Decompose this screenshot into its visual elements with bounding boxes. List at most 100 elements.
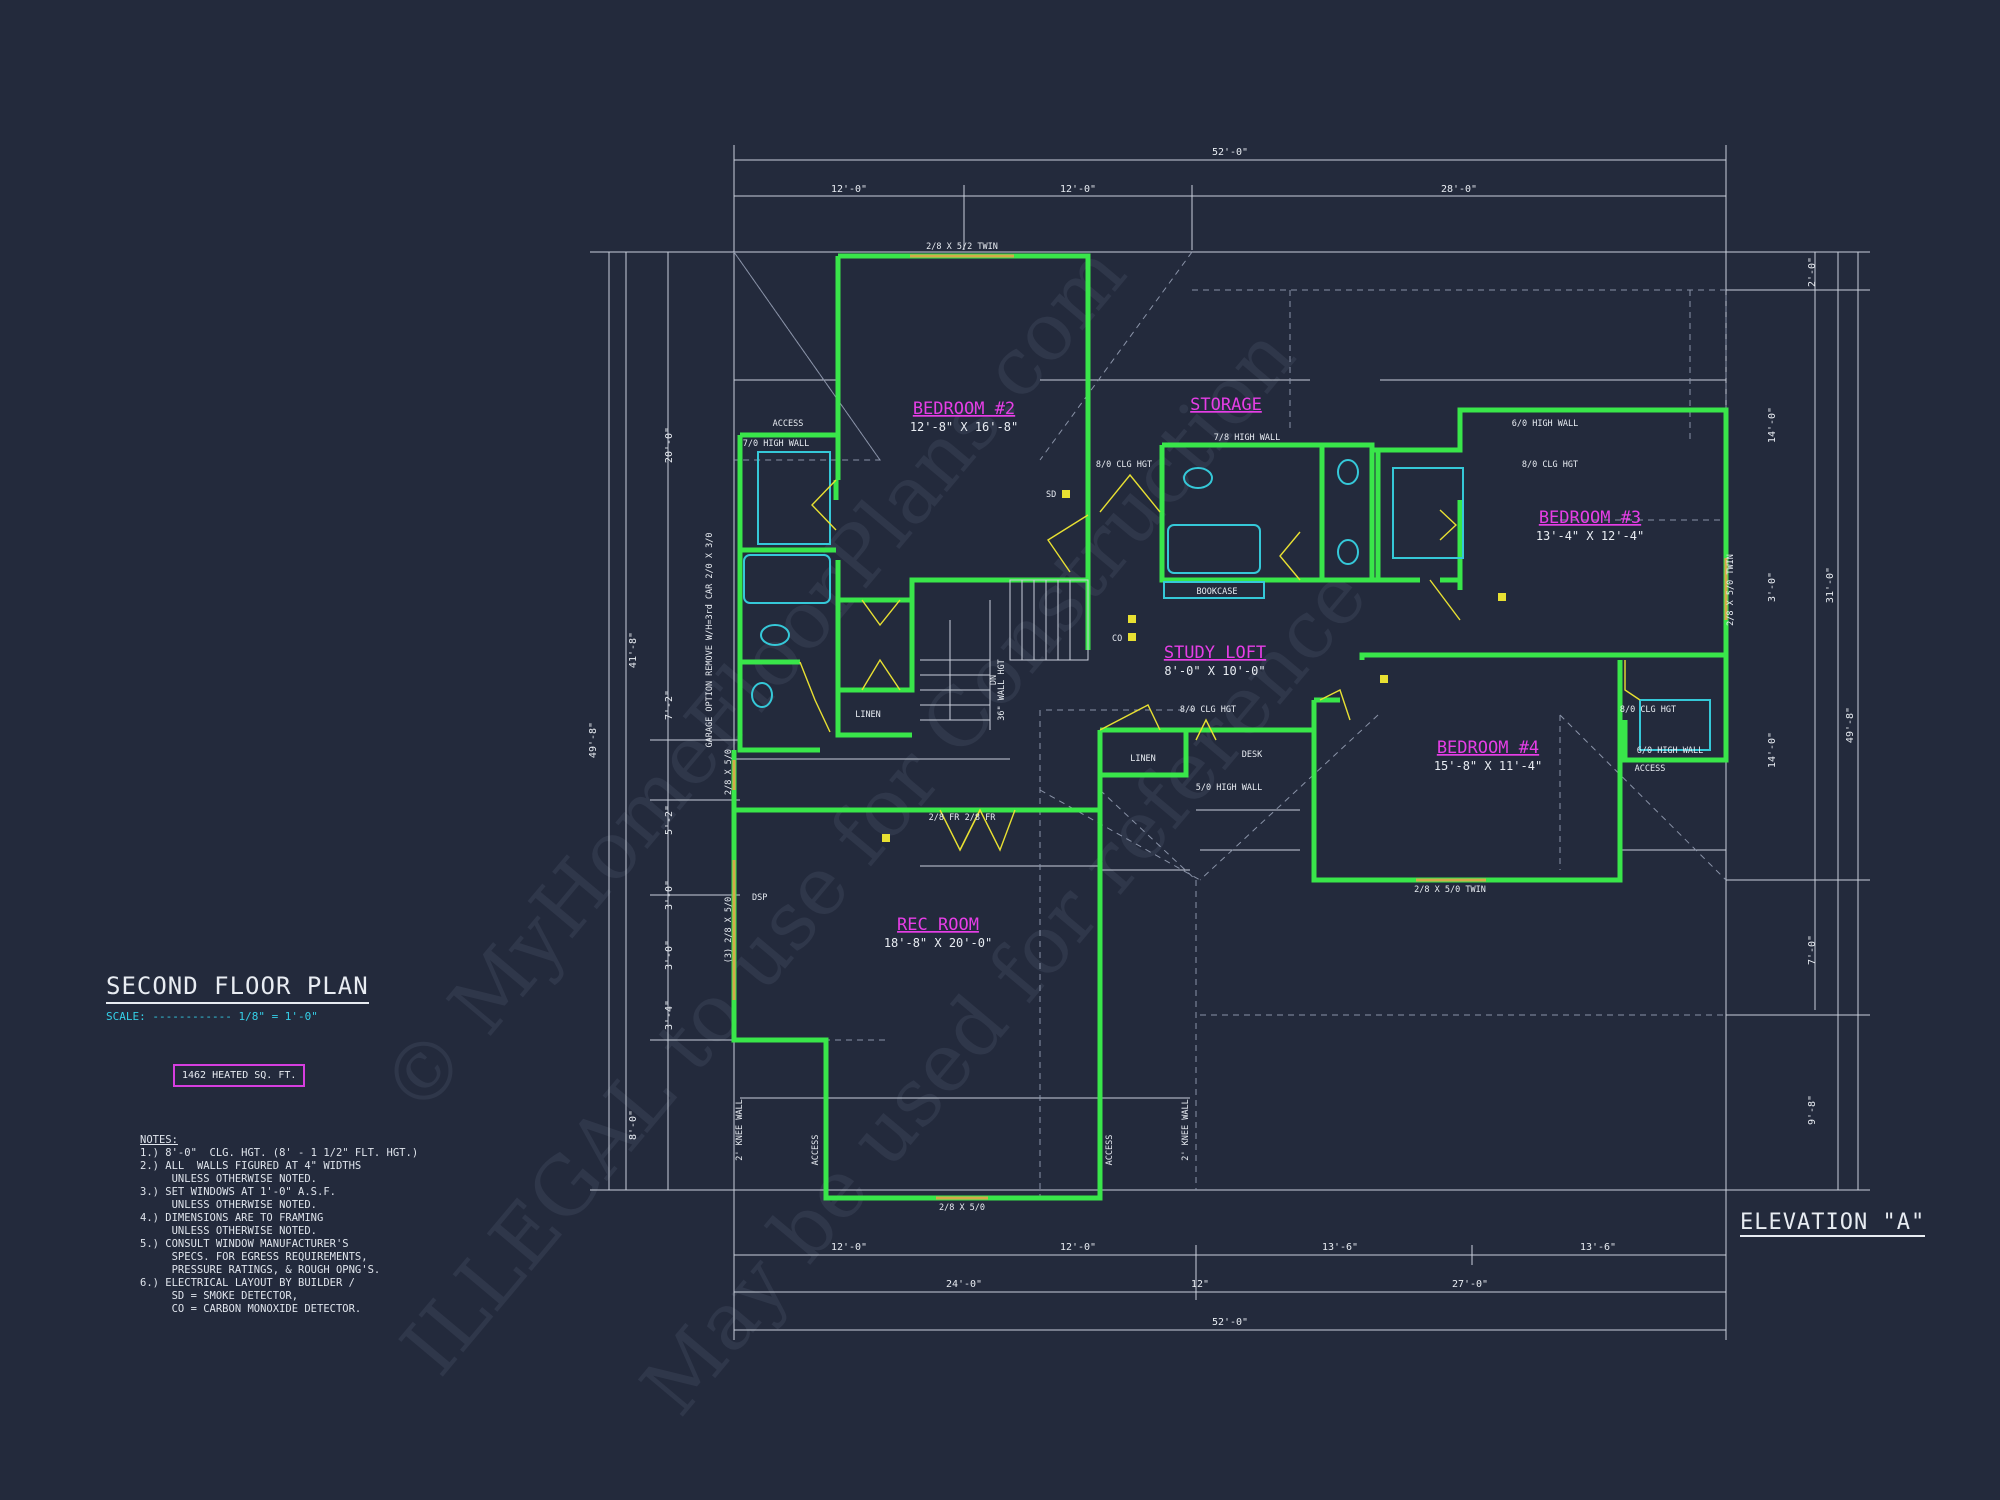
note-line: 3.) SET WINDOWS AT 1'-0" A.S.F.: [140, 1186, 336, 1198]
annotation-labels: 2/8 X 5/2 TWIN 2/8 X 5/0 TWIN 2/8 X 5/0 …: [705, 242, 1736, 1213]
dim-left-a: 41'-8": [628, 632, 639, 668]
note-line: PRESSURE RATINGS, & ROUGH OPNG'S.: [140, 1264, 381, 1276]
access-label-4: ACCESS: [1105, 1135, 1115, 1166]
dim-bottom-a: 12'-0": [831, 1242, 867, 1253]
rec-room-name: REC ROOM: [897, 915, 979, 935]
high-wall-50-label: 5/0 HIGH WALL: [1196, 783, 1263, 793]
dim-left-e: 3'-0": [664, 880, 675, 910]
plan-title: SECOND FLOOR PLAN: [106, 972, 369, 1004]
bookcase-label: BOOKCASE: [1197, 587, 1238, 597]
access-label-1: ACCESS: [773, 419, 804, 429]
note-line: UNLESS OTHERWISE NOTED.: [140, 1225, 318, 1237]
dim-left-b: 20'-0": [664, 427, 675, 463]
rec-room-size: 18'-8" X 20'-0": [884, 936, 992, 950]
dim-right-d: 3'-0": [1767, 572, 1778, 602]
french-door-a-label: 2/8 FR: [929, 813, 961, 823]
clg-80d-label: 8/0 CLG HGT: [1620, 705, 1676, 715]
dim-left-c: 7'-2": [664, 690, 675, 720]
dim-left-d: 5'-2": [664, 805, 675, 835]
note-line: SD = SMOKE DETECTOR,: [140, 1290, 299, 1302]
dim-right-f: 7'-0": [1807, 935, 1818, 965]
bedroom-4-name: BEDROOM #4: [1437, 738, 1539, 758]
dim-bottom-d: 13'-6": [1580, 1242, 1616, 1253]
stair-down-label: DN: [989, 675, 999, 685]
dim-top-c: 28'-0": [1441, 184, 1477, 195]
dim-bottom-e: 24'-0": [946, 1279, 982, 1290]
clg-80-label: 8/0 CLG HGT: [1096, 460, 1152, 470]
desk-label: DESK: [1242, 750, 1263, 760]
dim-top-overall: 52'-0": [1212, 147, 1248, 158]
clg-80b-label: 8/0 CLG HGT: [1522, 460, 1578, 470]
dsp-label: DSP: [752, 893, 767, 903]
note-line: 6.) ELECTRICAL LAYOUT BY BUILDER /: [140, 1277, 355, 1289]
bedroom-2-size: 12'-8" X 16'-8": [910, 420, 1018, 434]
window-top-label: 2/8 X 5/2 TWIN: [926, 242, 998, 252]
high-wall-60a-label: 6/0 HIGH WALL: [1512, 419, 1579, 429]
dim-bottom-overall: 52'-0": [1212, 1317, 1248, 1328]
garage-option-label: GARAGE OPTION REMOVE W/H=3rd CAR 2/0 X 3…: [705, 533, 715, 748]
linen-label-2: LINEN: [1130, 754, 1156, 764]
windows: [732, 254, 1728, 1200]
high-wall-60b-label: 6/0 HIGH WALL: [1637, 746, 1704, 756]
bedroom-2-name: BEDROOM #2: [913, 399, 1015, 419]
room-labels: BEDROOM #2 12'-8" X 16'-8" STORAGE BEDRO…: [884, 395, 1644, 950]
dimension-text: 52'-0" 12'-0" 12'-0" 28'-0" 12'-0" 12'-0…: [588, 147, 1856, 1328]
wall-36-label: 36" WALL HGT: [997, 659, 1007, 720]
dim-left-overall: 49'-8": [588, 722, 599, 758]
note-line: UNLESS OTHERWISE NOTED.: [140, 1199, 318, 1211]
note-line: 2.) ALL WALLS FIGURED AT 4" WIDTHS: [140, 1160, 362, 1172]
clg-80c-label: 8/0 CLG HGT: [1180, 705, 1236, 715]
note-line: 5.) CONSULT WINDOW MANUFACTURER'S: [140, 1238, 349, 1250]
knee-wall-a-label: 2' KNEE WALL: [735, 1099, 745, 1160]
storage-name: STORAGE: [1190, 395, 1262, 415]
note-line: UNLESS OTHERWISE NOTED.: [140, 1173, 318, 1185]
heated-area-badge: 1462 HEATED SQ. FT.: [173, 1064, 306, 1087]
window-bedroom-3-label: 2/8 X 5/0 TWIN: [1726, 554, 1736, 626]
window-left-1-label: 2/8 X 5/0: [724, 749, 734, 795]
elevation-label: ELEVATION "A": [1740, 1210, 1926, 1237]
bedroom-3-name: BEDROOM #3: [1539, 508, 1641, 528]
notes-block: NOTES: 1.) 8'-0" CLG. HGT. (8' - 1 1/2" …: [140, 1134, 418, 1316]
bedroom-3-size: 13'-4" X 12'-4": [1536, 529, 1644, 543]
bedroom-4-size: 15'-8" X 11'-4": [1434, 759, 1542, 773]
window-left-2-label: (3) 2/8 X 5/0: [724, 897, 734, 964]
smoke-detector-label: SD: [1046, 490, 1056, 500]
linen-label-1: LINEN: [855, 710, 881, 720]
high-wall-7-label: 7/0 HIGH WALL: [743, 439, 810, 449]
note-line: 1.) 8'-0" CLG. HGT. (8' - 1 1/2" FLT. HG…: [140, 1147, 419, 1159]
dim-top-b: 12'-0": [1060, 184, 1096, 195]
stairs: [920, 579, 1089, 730]
dim-right-e: 14'-0": [1767, 732, 1778, 768]
knee-wall-b-label: 2' KNEE WALL: [1181, 1099, 1191, 1160]
notes-heading: NOTES:: [140, 1134, 178, 1146]
dim-left-g: 3'-4": [664, 1000, 675, 1030]
bath-fixtures: [743, 451, 1711, 751]
high-wall-78-label: 7/8 HIGH WALL: [1214, 433, 1281, 443]
study-loft-name: STUDY LOFT: [1164, 643, 1266, 663]
dim-bottom-f: 27'-0": [1452, 1279, 1488, 1290]
dim-right-c: 14'-0": [1767, 407, 1778, 443]
french-door-b-label: 2/8 FR: [965, 813, 997, 823]
dim-right-b: 2'-0": [1807, 257, 1818, 287]
co-detector-label: CO: [1112, 634, 1122, 644]
study-loft-size: 8'-0" X 10'-0": [1164, 664, 1265, 678]
dim-right-overall: 49'-8": [1845, 707, 1856, 743]
dim-left-h: 8'-0": [628, 1110, 639, 1140]
dim-bottom-b: 12'-0": [1060, 1242, 1096, 1253]
scale-label: SCALE: ------------ 1/8" = 1'-0": [106, 1010, 318, 1023]
access-label-2: ACCESS: [1635, 764, 1666, 774]
window-bedroom-4-label: 2/8 X 5/0 TWIN: [1414, 885, 1486, 895]
dim-right-g: 9'-8": [1807, 1095, 1818, 1125]
note-line: 4.) DIMENSIONS ARE TO FRAMING: [140, 1212, 324, 1224]
title-block: SECOND FLOOR PLAN SCALE: ------------ 1/…: [106, 972, 406, 1023]
dim-right-a: 31'-0": [1825, 567, 1836, 603]
dim-top-a: 12'-0": [831, 184, 867, 195]
dim-bottom-c: 13'-6": [1322, 1242, 1358, 1253]
dim-left-f: 3'-0": [664, 940, 675, 970]
window-rec-label: 2/8 X 5/0: [939, 1203, 985, 1213]
dim-bottom-gap: 12": [1191, 1279, 1209, 1290]
note-line: SPECS. FOR EGRESS REQUIREMENTS,: [140, 1251, 368, 1263]
note-line: CO = CARBON MONOXIDE DETECTOR.: [140, 1303, 362, 1315]
door-swings: [799, 473, 1641, 852]
